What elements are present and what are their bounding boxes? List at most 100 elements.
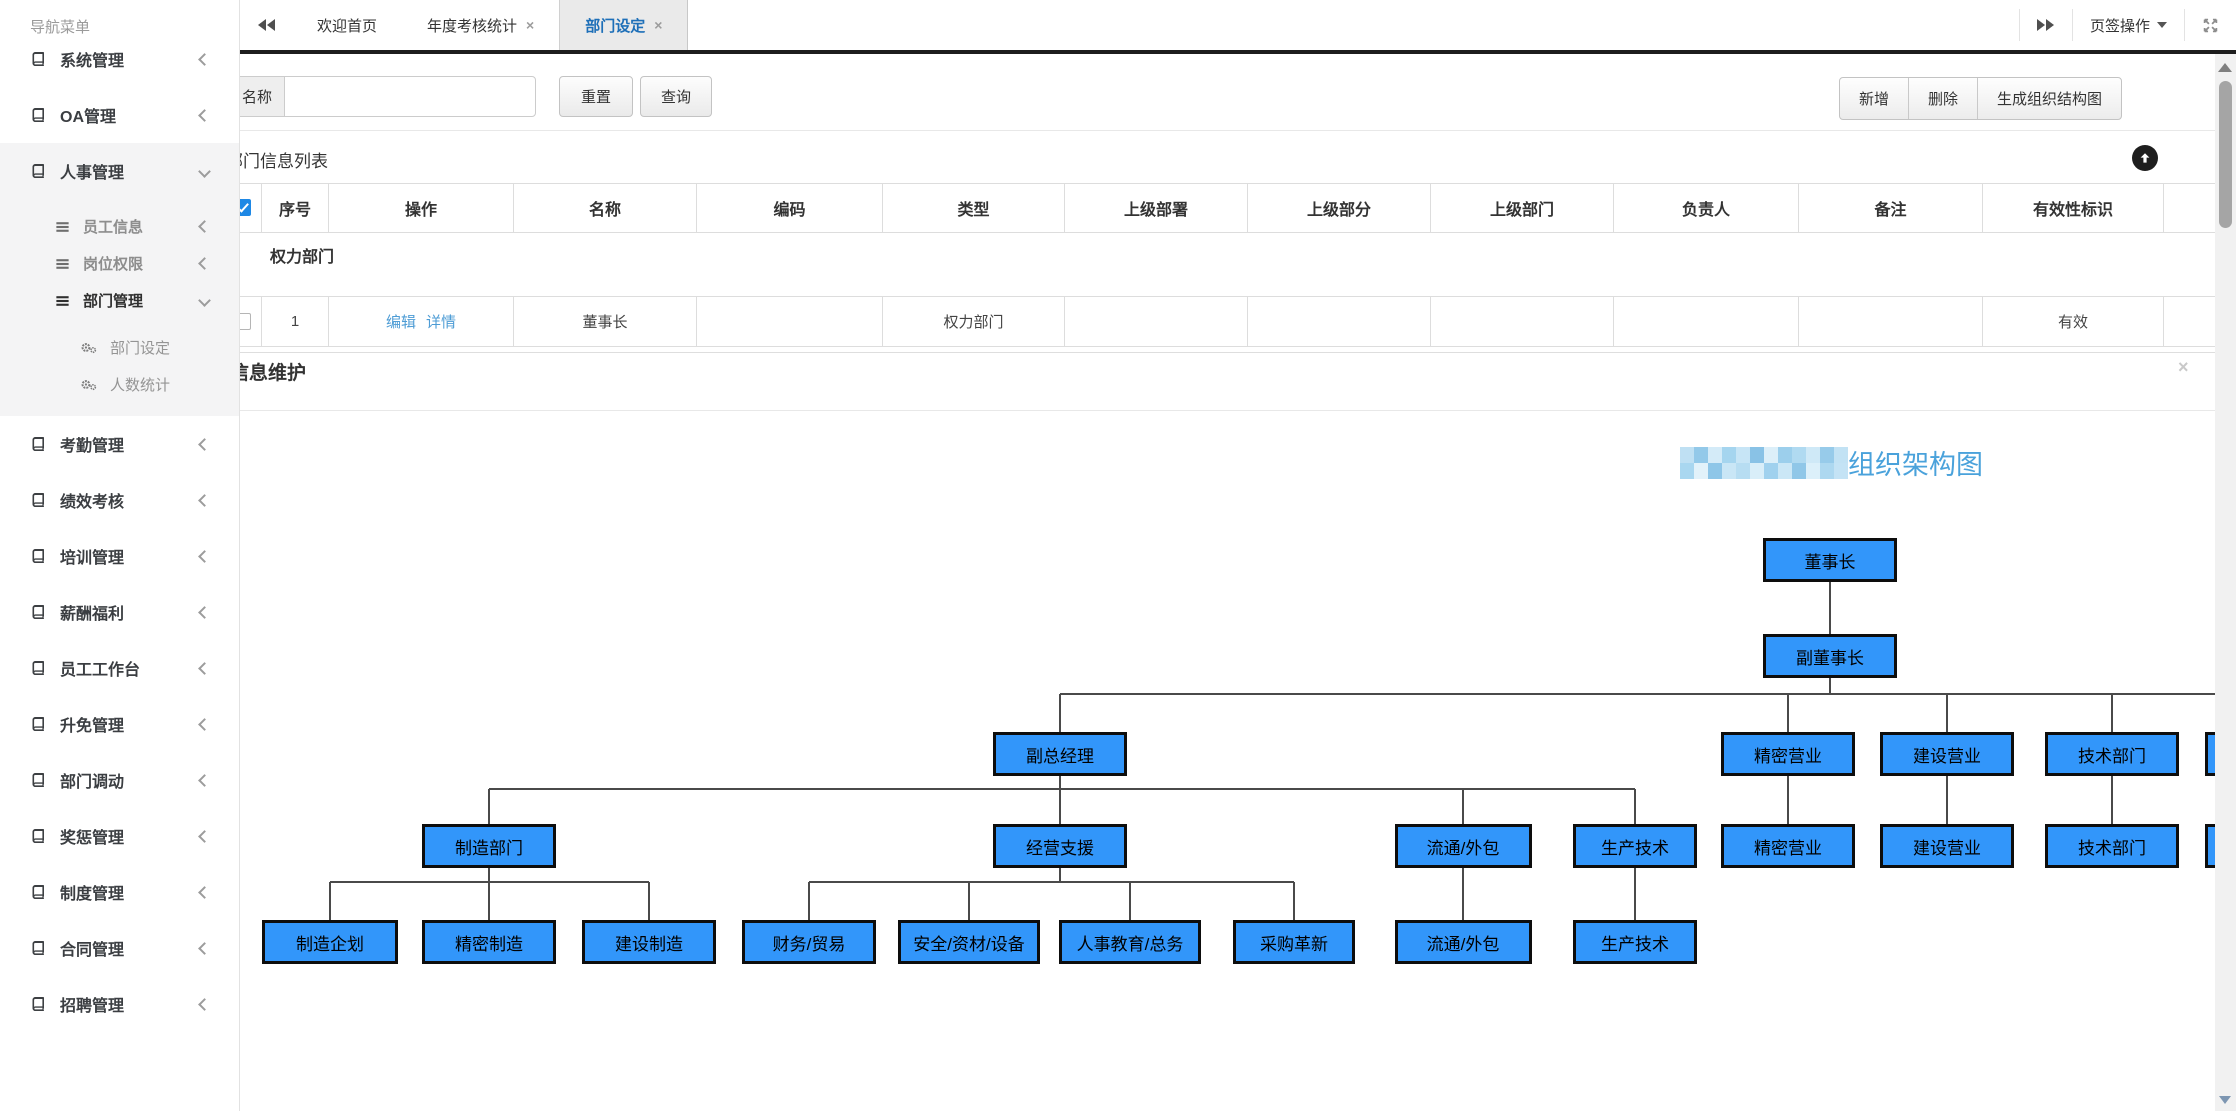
double-right-arrow-icon [2046, 19, 2055, 31]
sidebar-item[interactable]: 招聘管理 [0, 976, 239, 1032]
org-node[interactable]: 建设制造 [582, 920, 716, 964]
sidebar-item-label: 员工信息 [83, 219, 144, 236]
sidebar-item[interactable]: 部门调动 [0, 752, 239, 808]
org-node[interactable]: 安全/资材/设备 [898, 920, 1040, 964]
sidebar-item-label: 考勤管理 [60, 438, 125, 455]
book-icon [30, 884, 47, 900]
select-all-checkbox[interactable] [240, 199, 251, 216]
org-node[interactable]: 副总经理 [993, 732, 1127, 776]
chevron-left-icon [198, 717, 211, 731]
org-node[interactable] [2205, 824, 2215, 868]
sidebar-item[interactable]: 人事管理 [0, 143, 239, 199]
generate-org-chart-button[interactable]: 生成组织结构图 [1997, 91, 2103, 108]
org-node[interactable]: 生产技术 [1573, 920, 1697, 964]
tabs-scroll-left-button[interactable] [240, 0, 292, 50]
org-node[interactable]: 人事教育/总务 [1059, 920, 1201, 964]
org-node[interactable]: 精密制造 [422, 920, 556, 964]
sidebar-item[interactable]: 考勤管理 [0, 416, 239, 472]
vertical-scrollbar [2215, 54, 2236, 1111]
double-right-arrow-icon [2037, 19, 2046, 31]
tab[interactable]: 年度考核统计× [402, 0, 559, 50]
list-panel-title: 部门信息列表 [240, 152, 328, 171]
sidebar-item[interactable]: 升免管理 [0, 696, 239, 752]
org-node[interactable]: 财务/贸易 [742, 920, 876, 964]
sidebar-item-label: 人数统计 [110, 377, 171, 394]
search-input[interactable] [284, 76, 536, 117]
org-node[interactable]: 建设营业 [1880, 824, 2014, 868]
org-node[interactable]: 制造企划 [262, 920, 398, 964]
sidebar-item[interactable]: 员工工作台 [0, 640, 239, 696]
add-button[interactable]: 新增 [1840, 78, 1910, 119]
sidebar-item[interactable]: 奖惩管理 [0, 808, 239, 864]
sidebar-item[interactable]: 薪酬福利 [0, 584, 239, 640]
tab-operations-dropdown[interactable]: 页签操作 [2073, 0, 2184, 50]
collapse-panel-button[interactable] [2132, 145, 2158, 171]
org-node[interactable]: 采购革新 [1233, 920, 1355, 964]
tab-close-icon[interactable]: × [526, 17, 535, 33]
org-node[interactable]: 流通/外包 [1394, 824, 1532, 868]
chevron-left-icon [198, 108, 211, 122]
org-node[interactable]: 技术部门 [2045, 824, 2179, 868]
divider [240, 130, 2215, 131]
chevron-left-icon [198, 437, 211, 451]
sidebar-item[interactable]: 制度管理 [0, 864, 239, 920]
tab-close-icon[interactable]: × [654, 17, 663, 33]
tabbar-right-controls: 页签操作 [2018, 0, 2236, 50]
scrollbar-thumb[interactable] [2219, 81, 2232, 228]
sidebar-item[interactable]: 部门管理 [0, 282, 239, 319]
edit-link[interactable]: 编辑 [385, 314, 416, 331]
chevron-down-icon [2157, 22, 2167, 28]
table-cell: 权力部门 [883, 297, 1065, 346]
tabs-scroll-right-button[interactable] [2020, 0, 2072, 50]
sidebar-item[interactable]: 合同管理 [0, 920, 239, 976]
book-icon [30, 716, 47, 732]
org-node[interactable]: 建设营业 [1880, 732, 2014, 776]
org-node[interactable]: 流通/外包 [1394, 920, 1532, 964]
table-cell [1248, 297, 1431, 346]
book-icon [30, 492, 47, 508]
column-header: 名称 [514, 184, 697, 232]
column-header: 上级部分 [1248, 184, 1431, 232]
fullscreen-button[interactable] [2185, 0, 2236, 50]
sidebar-item[interactable]: 绩效考核 [0, 472, 239, 528]
chevron-left-icon [198, 885, 211, 899]
delete-button[interactable]: 删除 [1909, 78, 1979, 119]
sidebar-item[interactable]: 培训管理 [0, 528, 239, 584]
select-all-checkbox-cell [240, 184, 262, 232]
table-cell [1065, 297, 1248, 346]
table-cell [1799, 297, 1983, 346]
org-node[interactable]: 副董事长 [1763, 634, 1897, 678]
tab[interactable]: 欢迎首页 [292, 0, 402, 50]
double-left-arrow-icon [266, 19, 275, 31]
detail-link[interactable]: 详情 [426, 314, 457, 331]
sidebar-item[interactable]: 部门设定 [0, 329, 239, 366]
reset-button[interactable]: 重置 [559, 76, 633, 117]
org-node[interactable]: 制造部门 [422, 824, 556, 868]
tab[interactable]: 部门设定× [559, 0, 689, 50]
scroll-down-arrow-icon[interactable] [2219, 1096, 2231, 1104]
org-node[interactable]: 精密营业 [1721, 824, 1855, 868]
org-node[interactable]: 精密营业 [1721, 732, 1855, 776]
sidebar-item[interactable]: 人数统计 [0, 366, 239, 403]
org-node[interactable]: 生产技术 [1573, 824, 1697, 868]
sidebar-item[interactable]: 员工信息 [0, 208, 239, 245]
sidebar-item[interactable]: OA管理 [0, 87, 239, 143]
table-cell [1614, 297, 1799, 346]
main-content: 名称 重置 查询 新增 删除 生成组织结构图 部门信息列表 序号操作名称编码类型… [240, 54, 2215, 1111]
row-checkbox[interactable] [240, 312, 251, 330]
chevron-left-icon [198, 52, 211, 66]
org-node[interactable]: 董事长 [1763, 538, 1897, 582]
scroll-up-arrow-icon[interactable] [2218, 63, 2232, 72]
org-node[interactable]: 经营支援 [993, 824, 1127, 868]
sidebar-item-label: 系统管理 [60, 53, 125, 70]
sidebar-item[interactable]: 岗位权限 [0, 245, 239, 282]
query-button[interactable]: 查询 [640, 76, 712, 117]
org-node[interactable]: 技术部门 [2045, 732, 2179, 776]
list-icon [55, 220, 70, 234]
sidebar-item-label: 部门管理 [83, 293, 144, 310]
close-icon[interactable]: × [2178, 357, 2189, 377]
org-node[interactable] [2205, 732, 2215, 776]
sidebar-item-label: 部门调动 [60, 774, 125, 791]
table-cell [1431, 297, 1614, 346]
sidebar-item[interactable]: 系统管理 [0, 31, 239, 87]
